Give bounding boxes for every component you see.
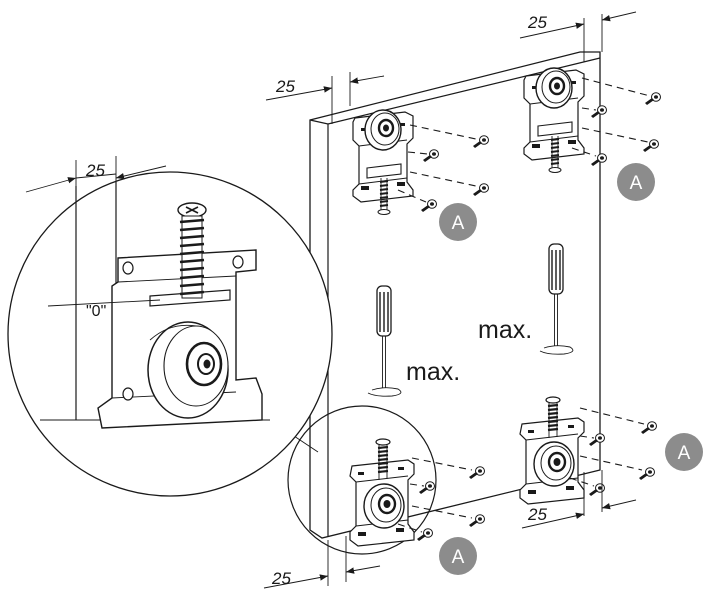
dimension-bottom-right-label: 25 <box>527 505 547 524</box>
badge-top-left-label: A <box>452 213 465 234</box>
dimension-top-right-label: 25 <box>527 13 547 32</box>
detail-magnifier: "0" 25 <box>7 156 333 497</box>
bottom-left-circle <box>287 405 437 555</box>
dimension-bottom-left: 25 <box>263 536 381 589</box>
badge-top-right: A <box>617 163 655 201</box>
screws-top-right <box>571 77 661 167</box>
screws-top-left <box>397 124 489 213</box>
badge-top-left: A <box>439 203 477 241</box>
dimension-top-right: 25 <box>519 11 637 62</box>
dimension-detail-label: 25 <box>85 161 105 180</box>
badge-bottom-left: A <box>439 537 477 575</box>
badge-top-right-label: A <box>630 173 643 194</box>
dimension-bottom-left-label: 25 <box>271 569 291 588</box>
dimension-top-left-label: 25 <box>275 77 295 96</box>
dimension-detail: 25 <box>25 156 167 193</box>
screws-bottom-left <box>397 457 485 542</box>
dimension-top-left: 25 <box>265 72 385 124</box>
screws-bottom-right <box>569 407 657 497</box>
max-label-left: max. <box>406 358 460 386</box>
badge-bottom-right: A <box>665 433 703 471</box>
detail-carriage <box>97 202 263 429</box>
max-label-right: max. <box>478 316 532 344</box>
badge-bottom-left-label: A <box>452 547 465 568</box>
zero-mark-label: "0" <box>86 303 106 320</box>
badge-bottom-right-label: A <box>678 443 691 464</box>
dimension-bottom-right: 25 <box>521 470 637 529</box>
